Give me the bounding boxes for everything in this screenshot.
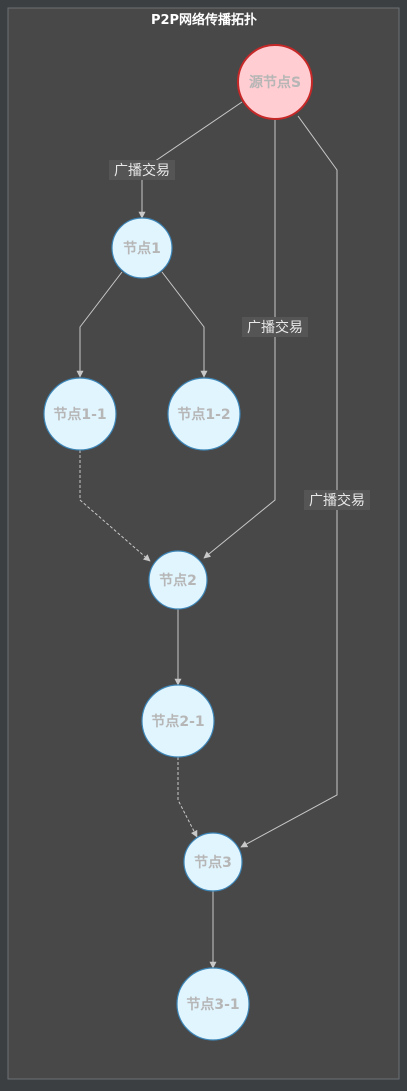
node-label: 节点2-1 [151,713,204,730]
nodes-layer: 源节点S 节点1 节点1-1 节点1-2 节点2 节点2-1 节点3 节点3-1 [43,44,313,1041]
node-n1: 节点1 [111,217,173,279]
edge-label-S-to-n2: 广播交易 [242,317,308,337]
node-label: 节点3-1 [186,996,239,1013]
svg-text:广播交易: 广播交易 [309,492,365,509]
node-n31: 节点3-1 [176,967,250,1041]
edge-S-to-n3 [240,115,338,848]
edge-label-S-to-n1: 广播交易 [109,160,175,180]
node-label: 源节点S [249,74,301,91]
edge-S-to-n2 [203,119,276,559]
node-label: 节点2 [159,572,197,589]
node-label: 节点3 [194,854,232,871]
edges-layer [76,101,338,969]
node-n11: 节点1-1 [43,377,117,451]
node-n21: 节点2-1 [141,684,215,758]
node-label: 节点1-1 [53,406,106,423]
diagram-title: P2P网络传播拓扑 [151,12,257,28]
svg-text:广播交易: 广播交易 [114,162,170,179]
node-n2: 节点2 [148,550,208,610]
edge-n21-to-n3 [177,757,198,838]
node-label: 节点1 [123,240,161,257]
node-label: 节点1-2 [177,406,230,423]
edge-n1-to-n12 [161,271,208,378]
node-n12: 节点1-2 [167,377,241,451]
edge-label-S-to-n3: 广播交易 [304,490,370,510]
edge-n11-to-n2 [79,450,151,562]
node-S: 源节点S [237,44,313,120]
edge-n1-to-n11 [76,271,123,378]
svg-text:广播交易: 广播交易 [247,319,303,336]
node-n3: 节点3 [183,832,243,892]
cluster-box [7,7,400,1080]
